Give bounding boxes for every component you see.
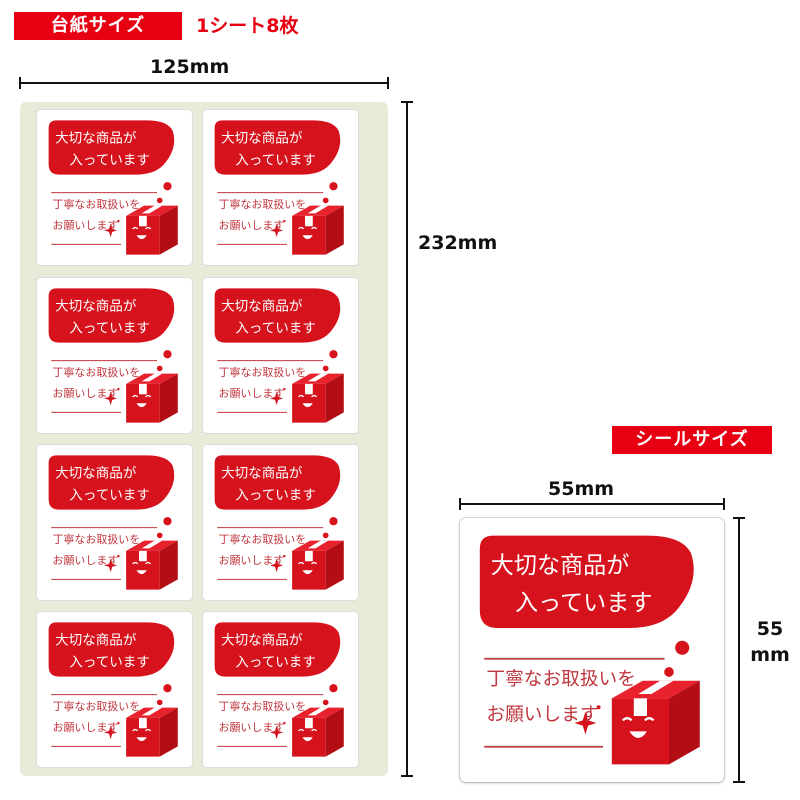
sticker-headline-2: 入っています [69, 487, 150, 503]
sheet-width-line [20, 82, 388, 84]
sticker-headline-1: 大切な商品が [55, 632, 137, 648]
sticker-note-2: お願いします [219, 554, 285, 567]
sticker-note-1: 丁寧なお取扱いを [53, 197, 141, 211]
sticker-note-2: お願いします [53, 721, 119, 734]
sticker-note-2: お願いします [53, 219, 119, 232]
sticker-note-1: 丁寧なお取扱いを [53, 532, 141, 546]
sheet-sticker-8: 大切な商品が入っています丁寧なお取扱いをお願いします [203, 612, 358, 767]
single-seal: 大切な商品が 入っています 丁寧なお取扱いを お願いします [460, 518, 724, 782]
sticker-note-1: 丁寧なお取扱いを [219, 197, 307, 211]
sheet-sticker-6: 大切な商品が入っています丁寧なお取扱いをお願いします [203, 445, 358, 600]
sticker-note-1: 丁寧なお取扱いを [219, 532, 307, 546]
sticker-headline-1: 大切な商品が [221, 130, 303, 146]
sticker-note-2: お願いします [219, 387, 285, 400]
sticker-headline-2: 入っています [69, 654, 150, 670]
seal-headline-2: 入っています [515, 590, 652, 616]
seal-width-tick-right [723, 498, 725, 510]
sticker-headline-2: 入っています [69, 320, 150, 336]
sheet-sticker-4: 大切な商品が入っています丁寧なお取扱いをお願いします [203, 278, 358, 433]
sheet-sticker-5: 大切な商品が入っています丁寧なお取扱いをお願いします [37, 445, 192, 600]
sticker-note-2: お願いします [219, 721, 285, 734]
sheet-count: 1シート8枚 [196, 15, 299, 37]
sheet-sticker-3: 大切な商品が入っています丁寧なお取扱いをお願いします [37, 278, 192, 433]
sheet-sticker-2: 大切な商品が入っています丁寧なお取扱いをお願いします [203, 110, 358, 265]
seal-note-2: お願いします [486, 704, 598, 725]
sticker-headline-2: 入っています [235, 152, 316, 168]
sticker-note-2: お願いします [53, 387, 119, 400]
sticker-note-1: 丁寧なお取扱いを [219, 699, 307, 713]
sticker-headline-1: 大切な商品が [221, 632, 303, 648]
sticker-sheet: 大切な商品が入っています丁寧なお取扱いをお願いします大切な商品が入っています丁寧… [20, 102, 388, 776]
sticker-headline-1: 大切な商品が [221, 298, 303, 314]
sheet-sticker-1: 大切な商品が入っています丁寧なお取扱いをお願いします [37, 110, 192, 265]
sticker-headline-1: 大切な商品が [55, 130, 137, 146]
seal-width-label: 55mm [548, 478, 615, 500]
sticker-note-2: お願いします [53, 554, 119, 567]
sheet-width-tick-right [387, 77, 389, 89]
seal-height-tick-bottom [733, 781, 745, 783]
sheet-height-tick-bottom [401, 775, 413, 777]
sticker-headline-2: 入っています [235, 487, 316, 503]
seal-width-tick-left [459, 498, 461, 510]
sheet-size-tag: 台紙サイズ [14, 12, 182, 40]
seal-height-unit: mm [750, 644, 790, 666]
seal-height-label: 55 mm [745, 616, 795, 668]
sheet-height-label: 232mm [418, 232, 498, 254]
sticker-note-1: 丁寧なお取扱いを [219, 365, 307, 379]
sticker-headline-2: 入っています [235, 320, 316, 336]
sticker-headline-2: 入っています [235, 654, 316, 670]
sheet-height-line [406, 102, 408, 776]
sticker-note-1: 丁寧なお取扱いを [53, 699, 141, 713]
sheet-sticker-7: 大切な商品が入っています丁寧なお取扱いをお願いします [37, 612, 192, 767]
sheet-width-tick-left [19, 77, 21, 89]
seal-height-value: 55 [756, 618, 784, 640]
seal-width-line [460, 503, 724, 505]
sticker-headline-1: 大切な商品が [55, 298, 137, 314]
sticker-headline-2: 入っています [69, 152, 150, 168]
single-seal-art: 大切な商品が 入っています 丁寧なお取扱いを お願いします [478, 534, 701, 766]
seal-height-line [738, 518, 740, 782]
sticker-headline-1: 大切な商品が [55, 465, 137, 481]
sticker-headline-1: 大切な商品が [221, 465, 303, 481]
sticker-note-1: 丁寧なお取扱いを [53, 365, 141, 379]
seal-headline-1: 大切な商品が [491, 553, 630, 579]
seal-height-tick-top [733, 517, 745, 519]
seal-note-1: 丁寧なお取扱いを [486, 669, 636, 690]
sheet-height-tick-top [401, 101, 413, 103]
seal-size-tag: シールサイズ [612, 426, 772, 454]
sheet-width-label: 125mm [150, 56, 230, 78]
sticker-note-2: お願いします [219, 219, 285, 232]
